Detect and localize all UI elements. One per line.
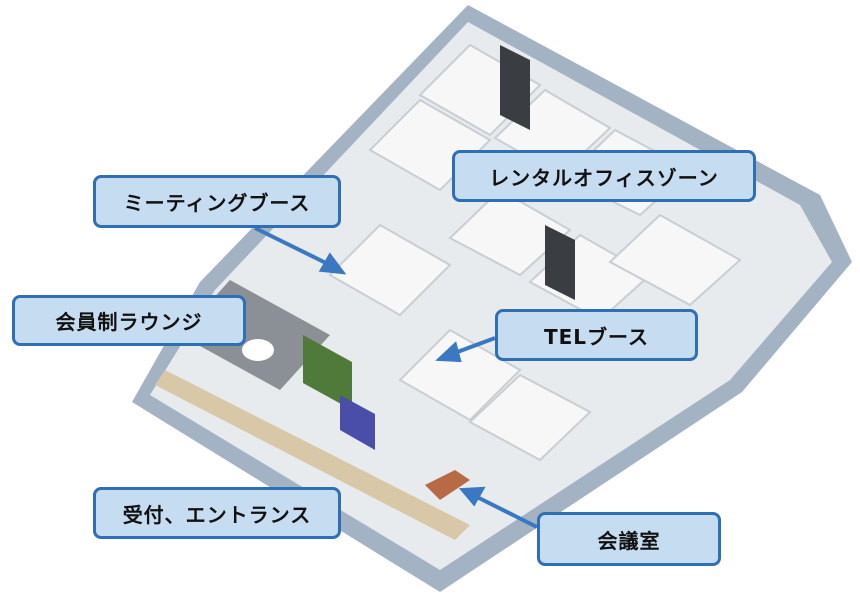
dark-partition (545, 225, 575, 300)
label-meeting-booth: ミーティングブース (93, 175, 341, 228)
conference-table (425, 470, 470, 500)
label-rental-office-zone: レンタルオフィスゾーン (452, 150, 756, 202)
lounge-round-table (242, 339, 274, 361)
arrow-head (318, 252, 347, 275)
label-reception-entrance: 受付、エントランス (93, 487, 341, 539)
arrow-meeting-booth (254, 226, 331, 267)
label-tel-booth: TELブース (495, 309, 698, 361)
arrow-tel-booth (451, 336, 496, 356)
arrow-conference-room (474, 494, 538, 529)
reception-counter (155, 370, 470, 540)
blue-wall (340, 395, 375, 450)
dark-partition (500, 45, 530, 130)
arrow-head (435, 341, 462, 363)
label-conference-room: 会議室 (537, 512, 721, 566)
green-wall (303, 335, 352, 410)
arrow-head (458, 486, 486, 507)
label-members-lounge: 会員制ラウンジ (12, 295, 246, 346)
